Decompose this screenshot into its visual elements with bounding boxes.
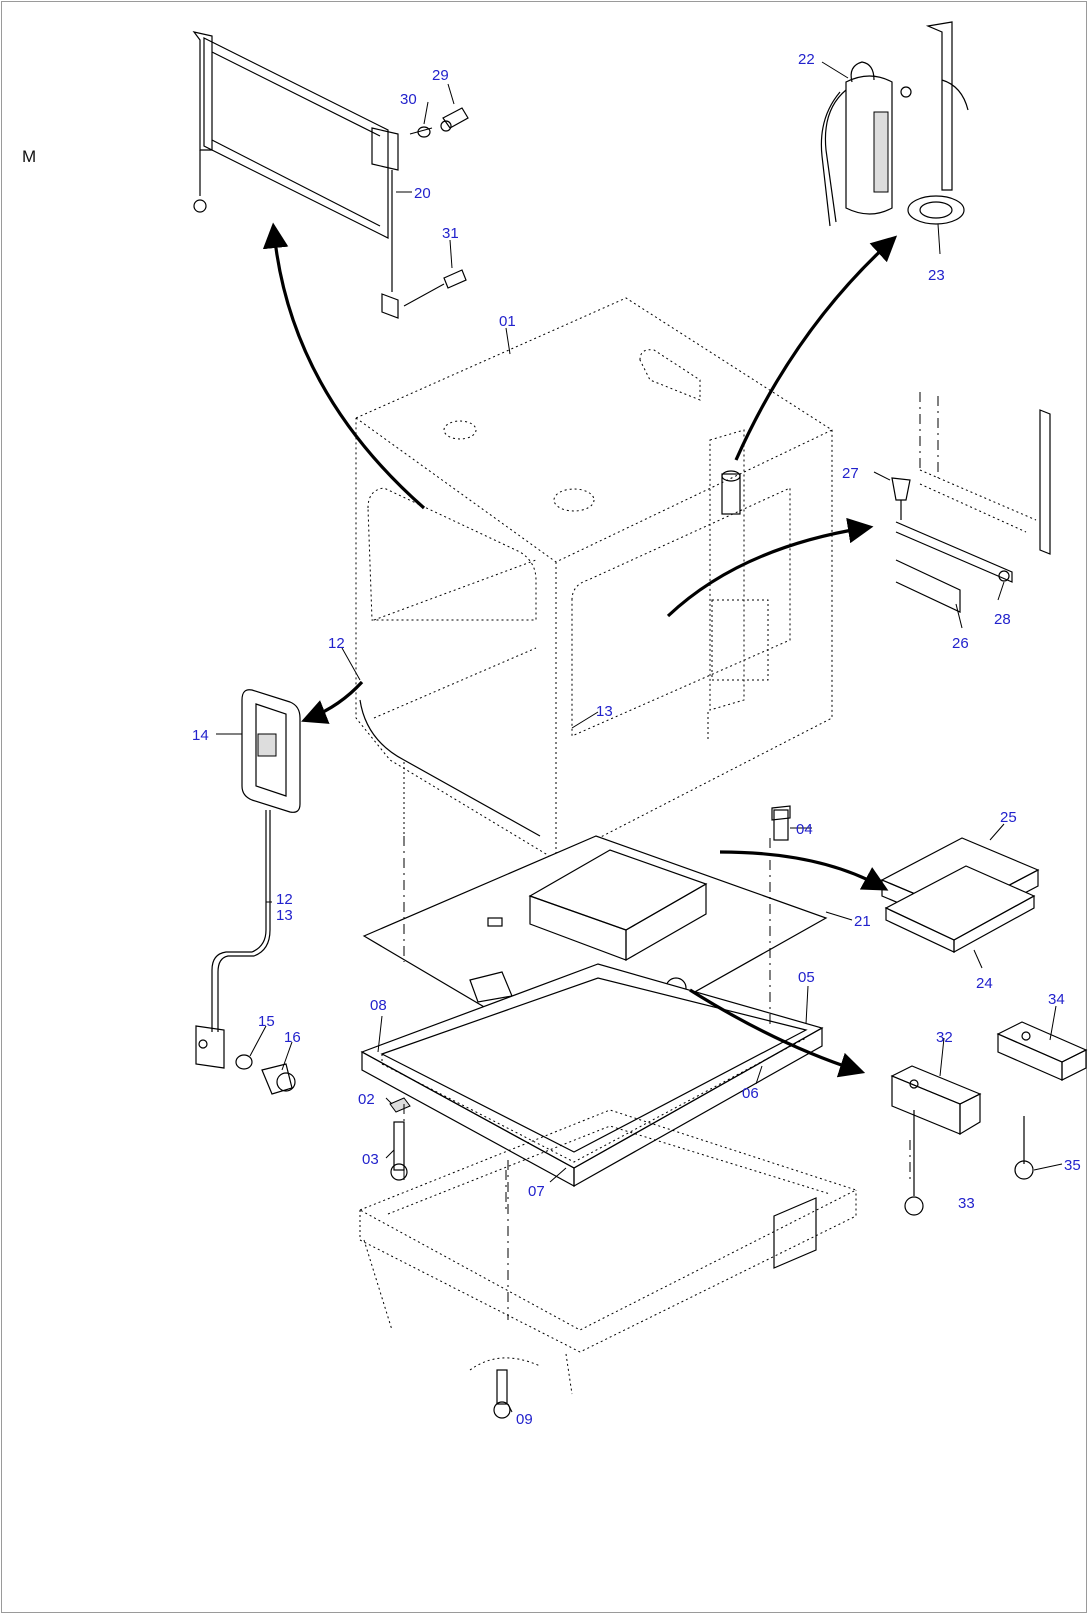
- direction-arrows: [262, 222, 898, 1078]
- callout-label: 02: [358, 1091, 375, 1108]
- callout-label: 23: [928, 267, 945, 284]
- callout-label: 15: [258, 1013, 275, 1030]
- callout-label: 26: [952, 635, 969, 652]
- callout-label: 21: [854, 913, 871, 930]
- callout-label: 08: [370, 997, 387, 1014]
- callout-label: 24: [976, 975, 993, 992]
- callout-label: 25: [1000, 809, 1017, 826]
- callout-label: 27: [842, 465, 859, 482]
- seat-cushion-assembly: [880, 837, 1040, 954]
- cab-shell: [355, 297, 833, 861]
- callout-label: 01: [499, 313, 516, 330]
- callout-label: 03: [362, 1151, 379, 1168]
- callout-label: 20: [414, 185, 431, 202]
- callout-label: 33: [958, 1195, 975, 1212]
- centre-lines: [403, 836, 911, 1210]
- mounting-frame: [360, 963, 824, 1188]
- callout-label: 13: [596, 703, 613, 720]
- leader-lines: [216, 61, 1063, 1413]
- callout-label: 32: [936, 1029, 953, 1046]
- base-frame: [358, 1109, 858, 1395]
- mount-brackets: [890, 1021, 1088, 1216]
- section-letter: M: [22, 147, 36, 166]
- mirror-assembly: [195, 689, 301, 1095]
- small-hardware: [389, 805, 791, 1419]
- callout-label: 30: [400, 91, 417, 108]
- callout-label: 35: [1064, 1157, 1081, 1174]
- callout-label: 28: [994, 611, 1011, 628]
- callout-label: 06: [742, 1085, 759, 1102]
- floor-plate: [362, 835, 828, 1061]
- callout-label: 16: [284, 1029, 301, 1046]
- callout-label: 05: [798, 969, 815, 986]
- callout-label: 29: [432, 67, 449, 84]
- callout-label: 07: [528, 1183, 545, 1200]
- callout-label: 04: [796, 821, 813, 838]
- receiver-drier-assembly: [820, 21, 969, 227]
- condenser-assembly: [192, 31, 469, 319]
- callout-label: 34: [1048, 991, 1065, 1008]
- callout-label: 14: [192, 727, 209, 744]
- callout-label: 09: [516, 1411, 533, 1428]
- callout-label: 12: [328, 635, 345, 652]
- duct-trim-assembly: [891, 392, 1051, 613]
- callout-label: 12: [276, 891, 293, 908]
- callout-label: 13: [276, 907, 293, 924]
- callout-label: 31: [442, 225, 459, 242]
- callout-labels: 01 02 03 04 05 06 07 08 09 12 13 14 12 1…: [192, 51, 1081, 1428]
- callout-label: 22: [798, 51, 815, 68]
